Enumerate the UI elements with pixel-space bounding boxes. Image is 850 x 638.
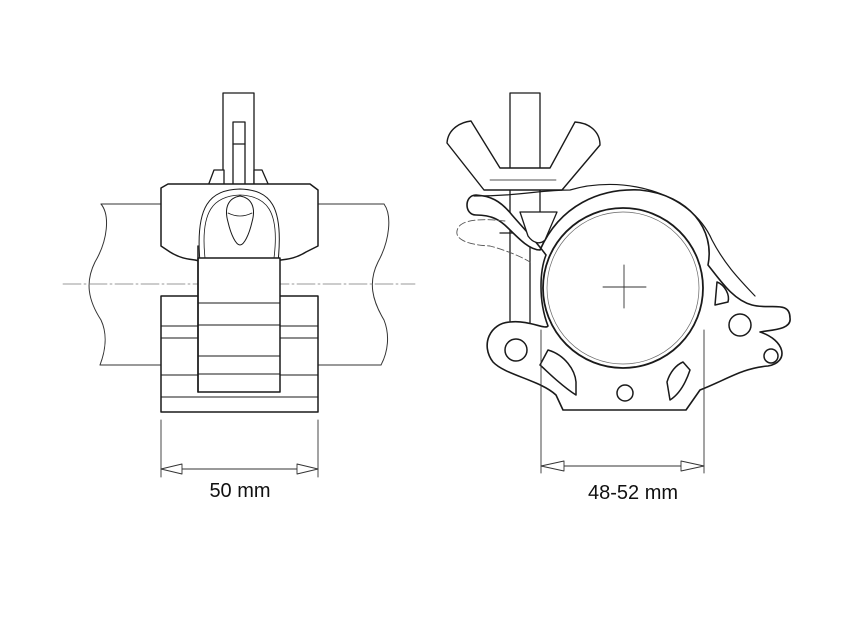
width-dimension-side: [540, 329, 705, 474]
width-dimension: [160, 419, 319, 478]
center-cross: [602, 264, 647, 309]
clamp-head: [160, 183, 319, 263]
arrowhead-right: [680, 460, 705, 472]
side-width-label: 48-52 mm: [587, 482, 679, 504]
arrowhead-left: [160, 463, 183, 475]
side-view: [446, 92, 791, 474]
front-width-label: 50 mm: [209, 480, 271, 502]
arrowhead-left: [540, 460, 565, 472]
front-view: [62, 92, 416, 478]
bolt: [207, 92, 270, 194]
arrowhead-right: [296, 463, 319, 475]
open-lever-ghost: [456, 219, 531, 263]
clamp-body: [160, 245, 319, 413]
wing-nut: [446, 120, 601, 191]
frame-holes: [504, 281, 779, 402]
tube-circle: [542, 207, 704, 369]
